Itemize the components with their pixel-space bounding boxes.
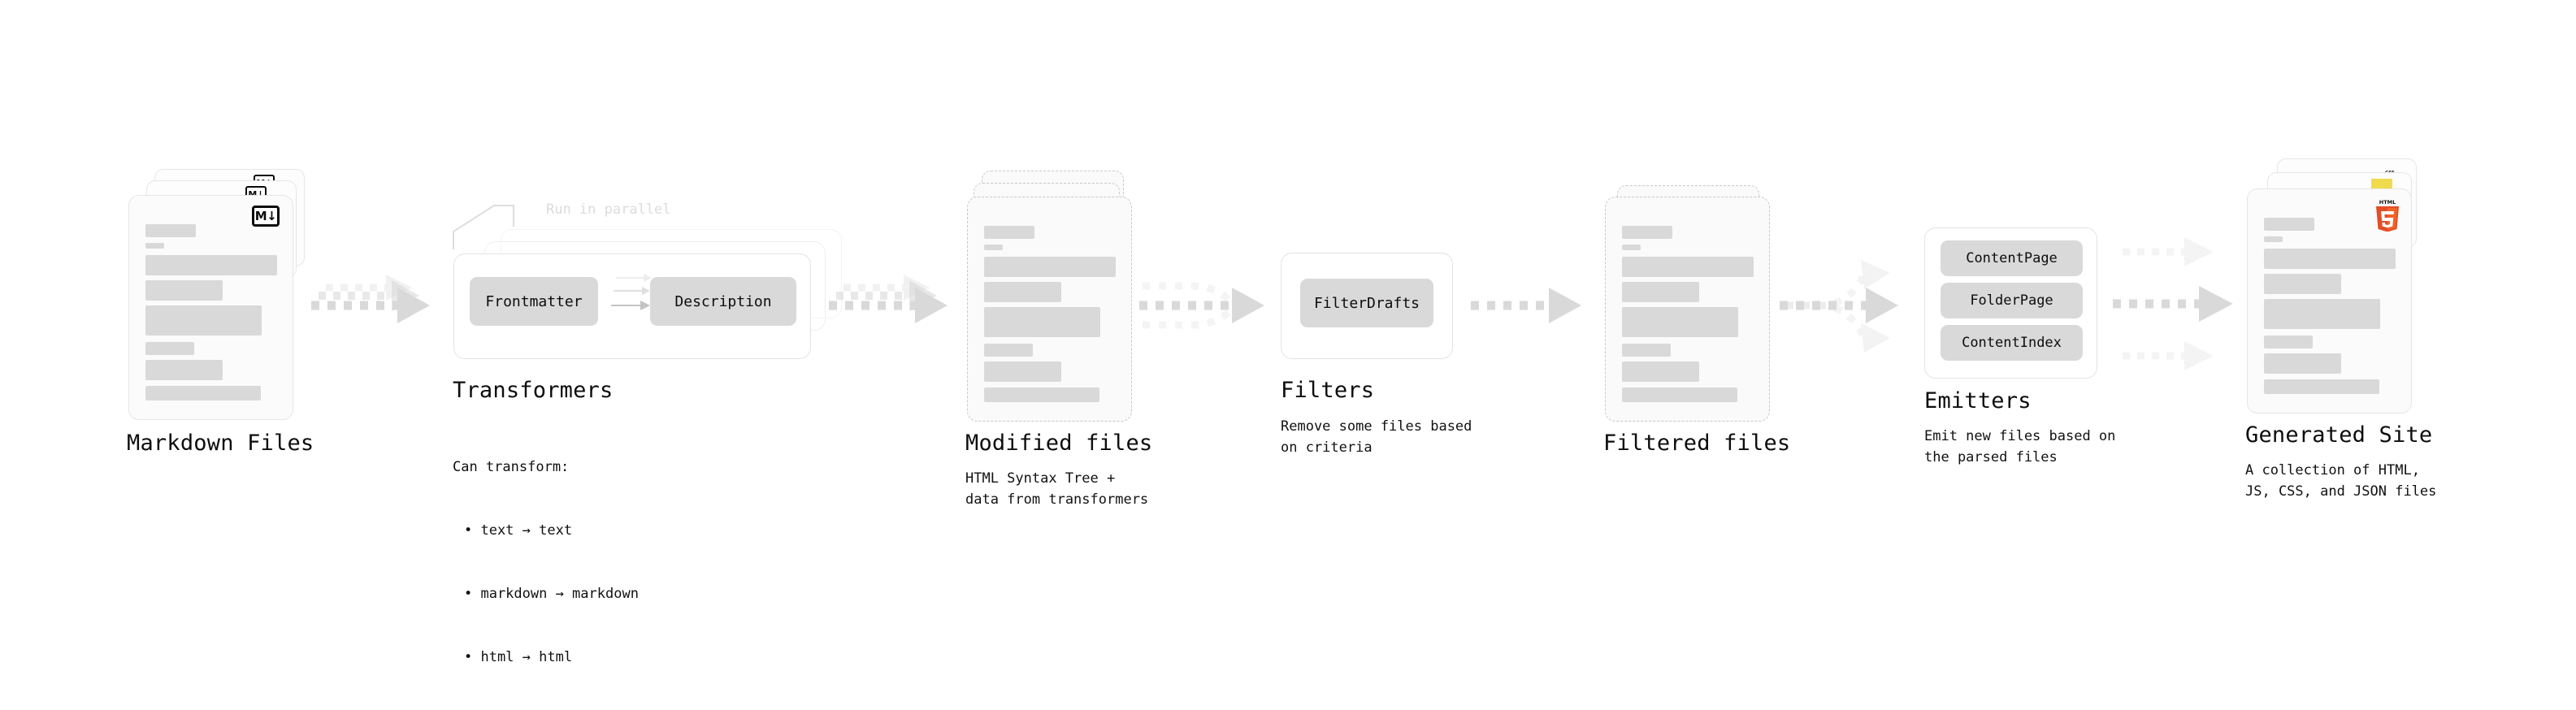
skeleton-bar [1622,226,1672,239]
connector-transformers-to-modified [829,268,959,341]
connector-md-to-transformers [311,268,437,341]
skeleton-bar [2264,379,2379,394]
emitter-pill-contentpage[interactable]: ContentPage [1941,240,2083,276]
skeleton-bar [984,361,1061,382]
skeleton-bar [984,344,1033,357]
skeleton-bar [2264,299,2380,329]
markdown-icon: M↓ [252,206,280,227]
pipeline-diagram: M↓ M↓ M↓ Markdown Files [127,158,2437,665]
parallel-bracket [452,199,541,252]
skeleton-bar [145,342,194,355]
transformer-inner-arrows [611,271,686,320]
connector-filters-to-filtered [1471,286,1593,325]
skeleton-bar [984,245,1003,250]
emitter-pill-contentindex[interactable]: ContentIndex [1941,325,2083,361]
bullet-item: • markdown → markdown [464,586,639,602]
skeleton-bar [2264,274,2341,294]
bullet-item: • text → text [464,522,573,539]
stage-title-emitters: Emitters [1924,388,2032,413]
skeleton-bar [984,307,1100,337]
connector-emitters-to-site [2113,234,2259,380]
html5-icon: HTML [2374,197,2401,232]
skeleton-bar [1622,361,1699,382]
skeleton-bar [1622,282,1699,302]
emitter-pill-folderpage[interactable]: FolderPage [1941,283,2083,318]
skeleton-bar [2264,218,2314,231]
modified-file-card-front [967,197,1132,422]
skeleton-bar [2264,249,2396,269]
skeleton-bar [1622,387,1737,402]
skeleton-bar [145,243,164,249]
skeleton-bar [145,360,223,380]
skeleton-bar [1622,257,1754,277]
skeleton-bar [1622,307,1738,337]
skeleton-bar [1622,344,1671,357]
stage-title-modified-files: Modified files [965,431,1153,456]
filtered-file-card-front [1605,197,1770,422]
stage-desc-modified-files: HTML Syntax Tree + data from transformer… [965,470,1149,508]
site-file-card-front: HTML [2247,188,2412,413]
skeleton-bar [145,386,261,400]
bullet-item: • html → html [464,649,573,665]
stage-title-markdown-files: Markdown Files [127,431,314,456]
connector-filtered-to-emitters [1780,236,1926,382]
skeleton-bar [984,226,1034,239]
skeleton-bar [145,305,262,336]
skeleton-bar [984,387,1099,402]
skeleton-bar [145,280,223,301]
stage-desc-generated-site: A collection of HTML, JS, CSS, and JSON … [2245,462,2437,500]
skeleton-bar [2264,336,2313,349]
connector-modified-to-filters [1138,268,1280,349]
transformers-bullets: Can transform: • text → text • markdown … [453,414,639,710]
skeleton-bar [984,282,1061,302]
skeleton-bar [145,255,277,275]
markdown-file-card-front: M↓ [128,195,293,420]
stage-title-transformers: Transformers [453,378,614,403]
stage-title-filtered-files: Filtered files [1603,431,1791,456]
skeleton-bar [2264,236,2283,242]
parallel-note: Run in parallel [546,201,671,218]
stage-desc-emitters: Emit new files based on the parsed files [1924,428,2116,465]
stage-desc-filters: Remove some files based on criteria [1281,418,1472,456]
skeleton-bar [2264,353,2341,374]
filter-pill-filterdrafts[interactable]: FilterDrafts [1300,279,1433,327]
skeleton-bar [145,224,196,237]
js-icon [2371,179,2392,191]
transformer-pill-frontmatter[interactable]: Frontmatter [470,277,598,326]
transformer-pill-description[interactable]: Description [650,277,796,326]
skeleton-bar [984,257,1116,277]
skeleton-bar [1622,245,1641,250]
bullets-heading: Can transform: [453,459,570,475]
stage-title-filters: Filters [1281,378,1375,403]
svg-text:HTML: HTML [2379,199,2396,206]
stage-title-generated-site: Generated Site [2245,422,2433,448]
